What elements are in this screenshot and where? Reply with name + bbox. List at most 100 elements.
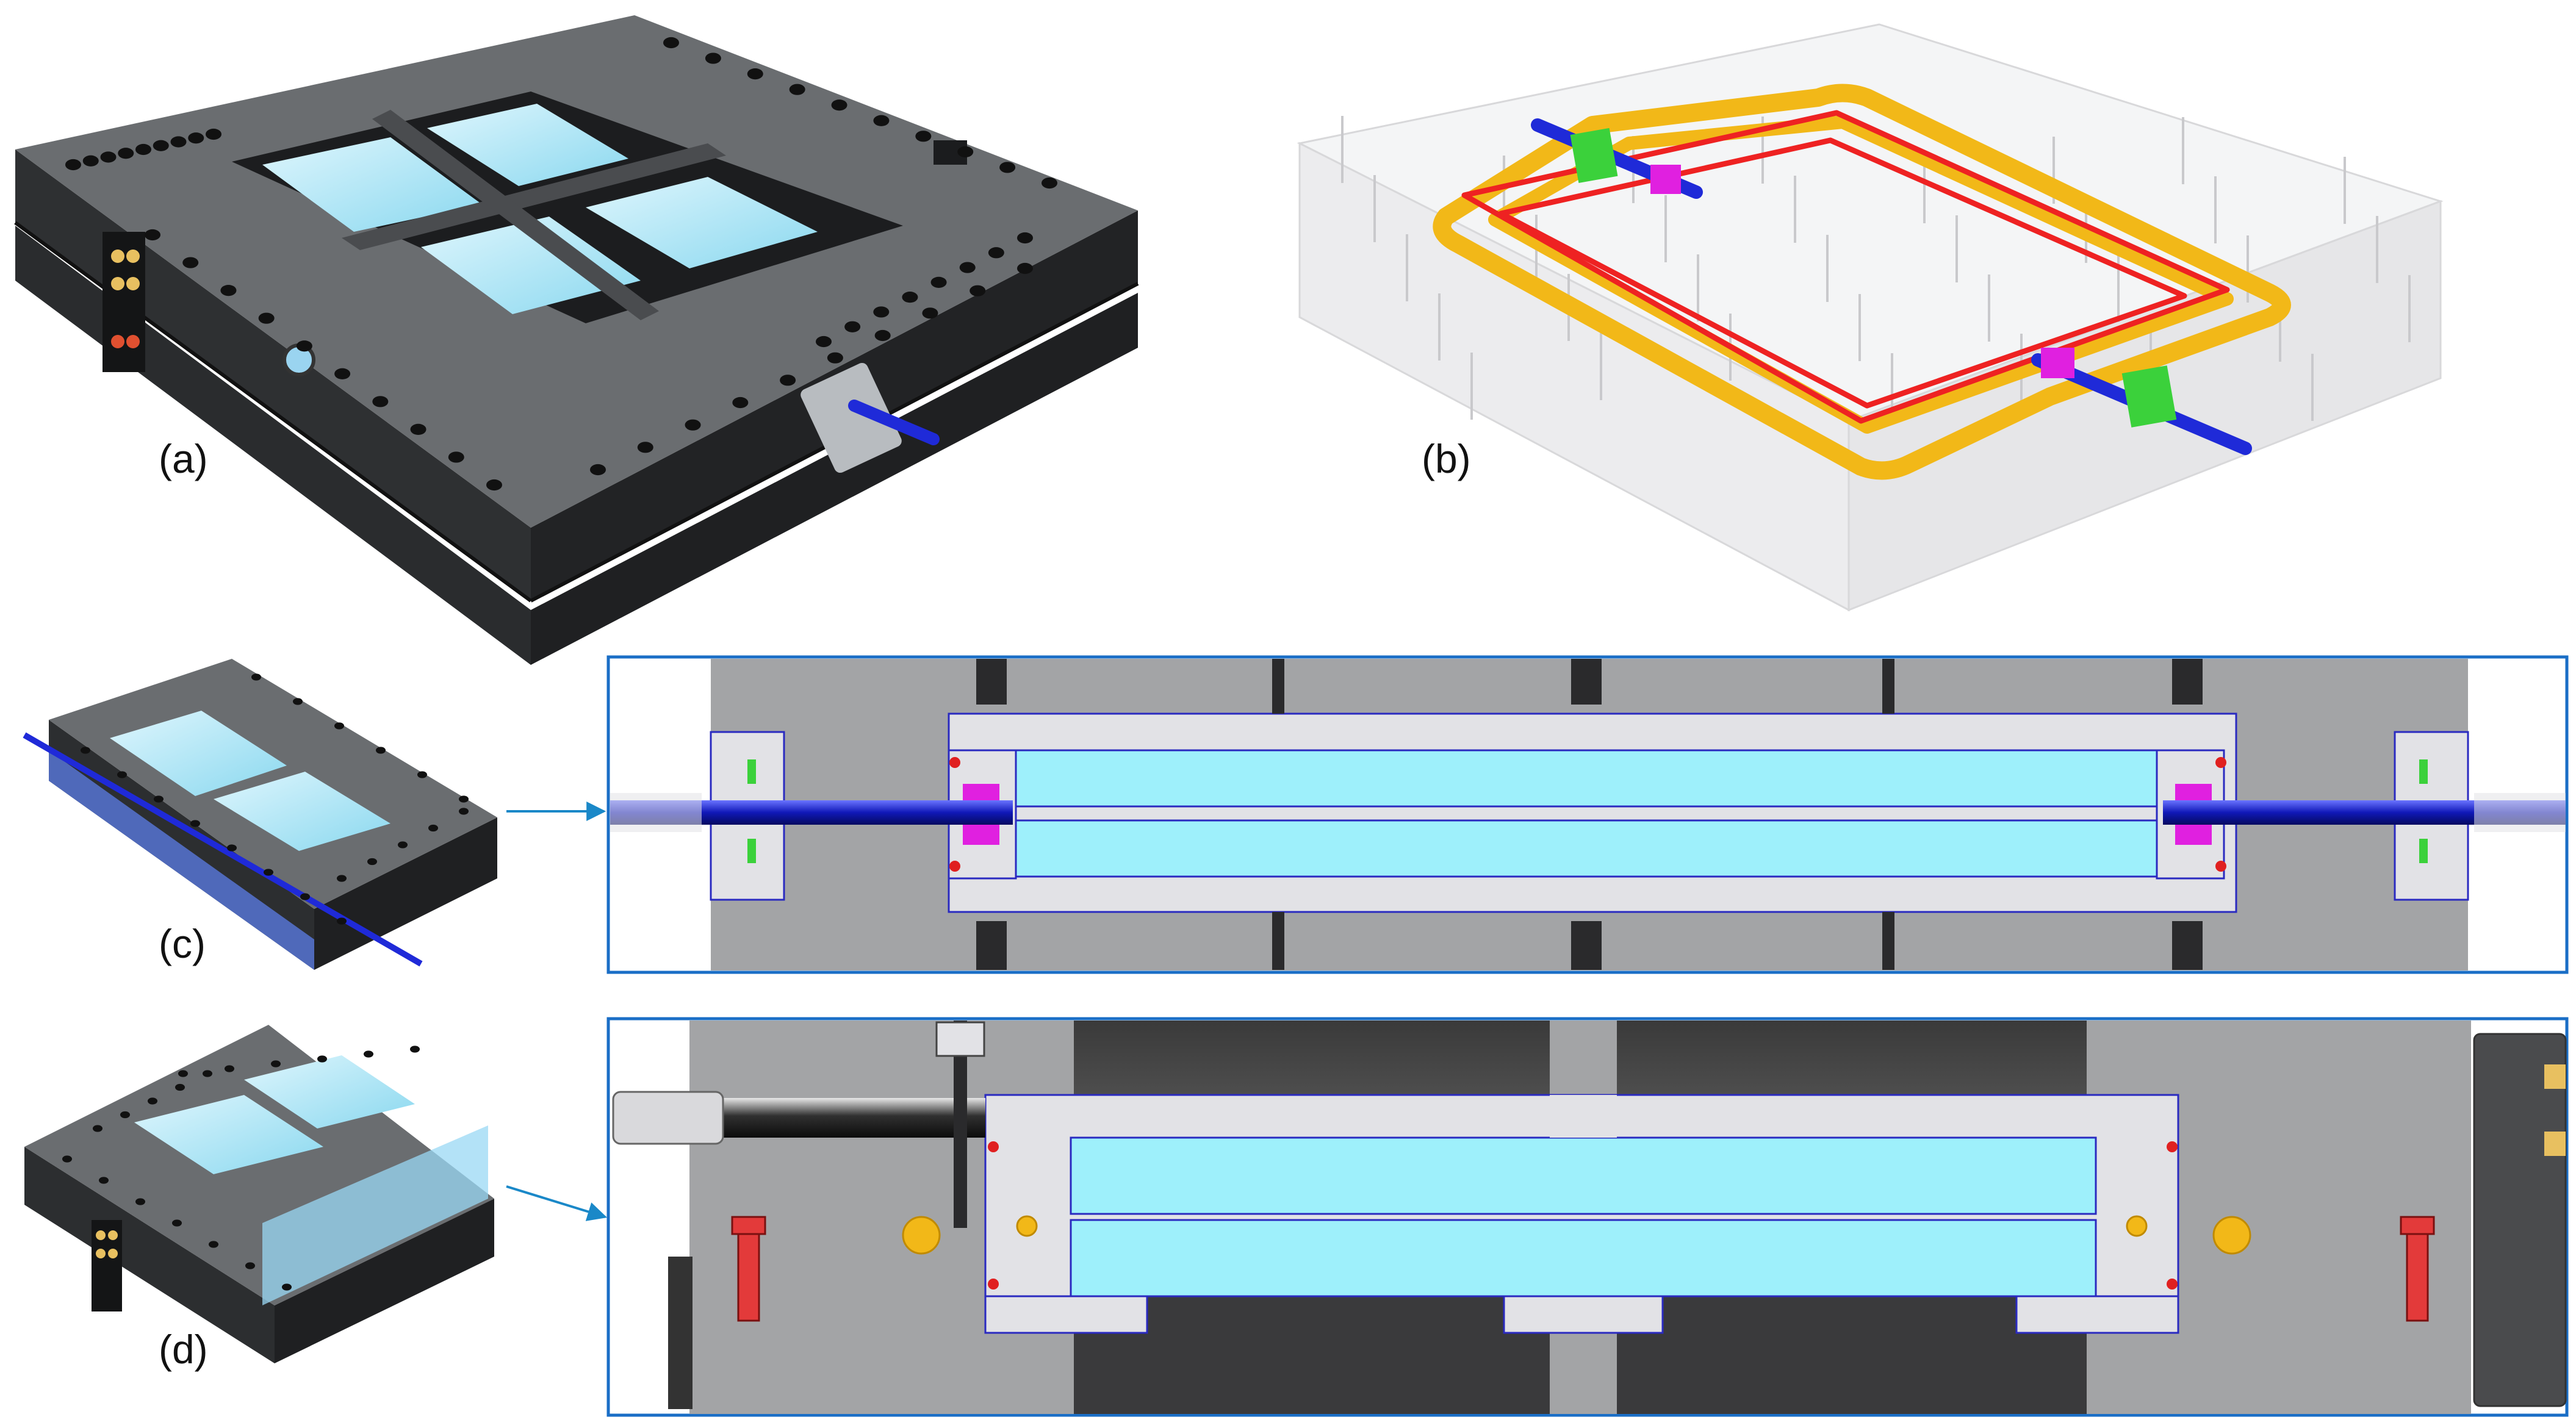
- mounting-hole: [376, 747, 386, 754]
- mounting-hole: [258, 312, 275, 324]
- mounting-hole: [135, 143, 151, 156]
- panel-a-label: (a): [159, 436, 208, 481]
- seal-magenta-upper: [1650, 165, 1681, 194]
- bolt-c-2: [1272, 659, 1284, 714]
- mounting-hole: [486, 479, 502, 491]
- mounting-hole: [62, 1155, 72, 1163]
- frame-light: [948, 712, 2237, 913]
- mounting-hole: [448, 451, 464, 463]
- mounting-hole: [874, 329, 891, 342]
- mounting-hole: [337, 917, 347, 925]
- mounting-hole: [178, 1070, 188, 1077]
- mounting-hole: [410, 1046, 420, 1053]
- mounting-hole: [780, 375, 796, 386]
- clamp-bar-center: [1503, 1295, 1664, 1334]
- mounting-hole: [873, 306, 890, 318]
- mounting-hole: [459, 808, 469, 815]
- mounting-hole: [337, 875, 347, 882]
- seal-green-2: [747, 839, 756, 863]
- mounting-hole: [789, 84, 805, 95]
- mounting-hole: [118, 148, 134, 159]
- mounting-hole: [264, 869, 273, 876]
- vertical-port-d: [954, 1021, 967, 1228]
- glass-window-1: [262, 137, 482, 232]
- mounting-hole: [93, 1125, 103, 1132]
- pocket-right-bottom: [1617, 1293, 2087, 1414]
- clamp-bar-right: [2015, 1295, 2179, 1334]
- mounting-hole: [1042, 177, 1057, 189]
- mounting-hole: [293, 698, 303, 705]
- mounting-hole: [367, 858, 377, 866]
- mounting-hole: [428, 824, 438, 832]
- mounting-hole: [334, 368, 351, 379]
- mounting-hole: [957, 146, 974, 157]
- pipe-fitting: [612, 1091, 724, 1145]
- panel-b-through-rod: [1531, 118, 2252, 455]
- mounting-hole: [190, 820, 200, 827]
- mounting-hole: [364, 1050, 373, 1058]
- section-d: [606, 1017, 2569, 1417]
- mounting-hole: [988, 247, 1004, 259]
- mounting-hole: [334, 722, 344, 730]
- mounting-hole: [153, 140, 169, 151]
- glass-slab-lower-d: [1070, 1219, 2097, 1297]
- mounting-hole: [227, 844, 237, 852]
- mounting-hole: [417, 771, 427, 778]
- connector-block-d: [2473, 1033, 2567, 1407]
- mounting-hole: [732, 396, 749, 409]
- thumb-d-section-plane: [262, 1125, 488, 1305]
- bolt-c-8: [1571, 921, 1602, 970]
- mounting-hole: [172, 1219, 182, 1227]
- panel-c-holes: [81, 673, 469, 925]
- mounting-hole: [663, 37, 679, 49]
- mounting-hole: [398, 841, 408, 849]
- mounting-hole: [225, 1065, 234, 1072]
- panel-c-thumbnail: [23, 659, 497, 970]
- mounting-hole: [844, 321, 861, 332]
- panel-d-holes: [62, 1046, 420, 1291]
- coolant-red-outer: [1461, 110, 2230, 424]
- pocket-left-bottom: [1074, 1293, 1550, 1414]
- mounting-hole: [970, 285, 986, 296]
- seal-green-4: [2419, 839, 2428, 863]
- cross-bar-a: [342, 143, 726, 250]
- seal-magenta-lower: [2041, 348, 2074, 378]
- mounting-hole: [705, 52, 721, 64]
- mounting-hole: [827, 352, 843, 364]
- bottom-plate-side-right: [531, 293, 1138, 665]
- mounting-hole: [175, 1083, 185, 1091]
- mounting-hole: [1017, 262, 1033, 274]
- mounting-hole: [188, 132, 204, 144]
- mounting-hole: [81, 747, 90, 754]
- mounting-hole: [300, 893, 310, 900]
- mounting-hole: [590, 464, 606, 476]
- mounting-hole: [902, 292, 918, 303]
- mounting-hole: [154, 795, 164, 803]
- mounting-hole: [135, 1198, 145, 1205]
- coolant-channel-right-small: [2126, 1215, 2148, 1237]
- bolt-c-5: [2172, 659, 2203, 705]
- glass-window-3: [421, 217, 641, 314]
- glass-window-2: [427, 104, 628, 186]
- coolant-channel-left-big: [902, 1216, 941, 1255]
- thumb-c-section-plane: [49, 750, 314, 970]
- mounting-hole: [372, 396, 389, 407]
- mounting-hole: [245, 1262, 255, 1269]
- mounting-hole: [100, 151, 117, 163]
- bolt-c-3: [1571, 659, 1602, 705]
- glass-slab-lower: [1015, 819, 2158, 878]
- mounting-hole: [170, 136, 187, 148]
- bolt-c-10: [2172, 921, 2203, 970]
- seal-green-3: [2419, 759, 2428, 784]
- section-c: [606, 655, 2569, 974]
- side-block-left: [668, 1257, 693, 1409]
- mounting-hole: [959, 262, 976, 273]
- mounting-hole: [999, 162, 1016, 173]
- panel-d-label: (d): [159, 1327, 208, 1372]
- mounting-hole: [99, 1177, 109, 1184]
- mounting-hole: [816, 335, 832, 348]
- mounting-hole: [203, 1070, 212, 1077]
- mounting-hole: [873, 115, 890, 126]
- mounting-hole: [271, 1060, 281, 1067]
- mounting-hole: [637, 442, 653, 453]
